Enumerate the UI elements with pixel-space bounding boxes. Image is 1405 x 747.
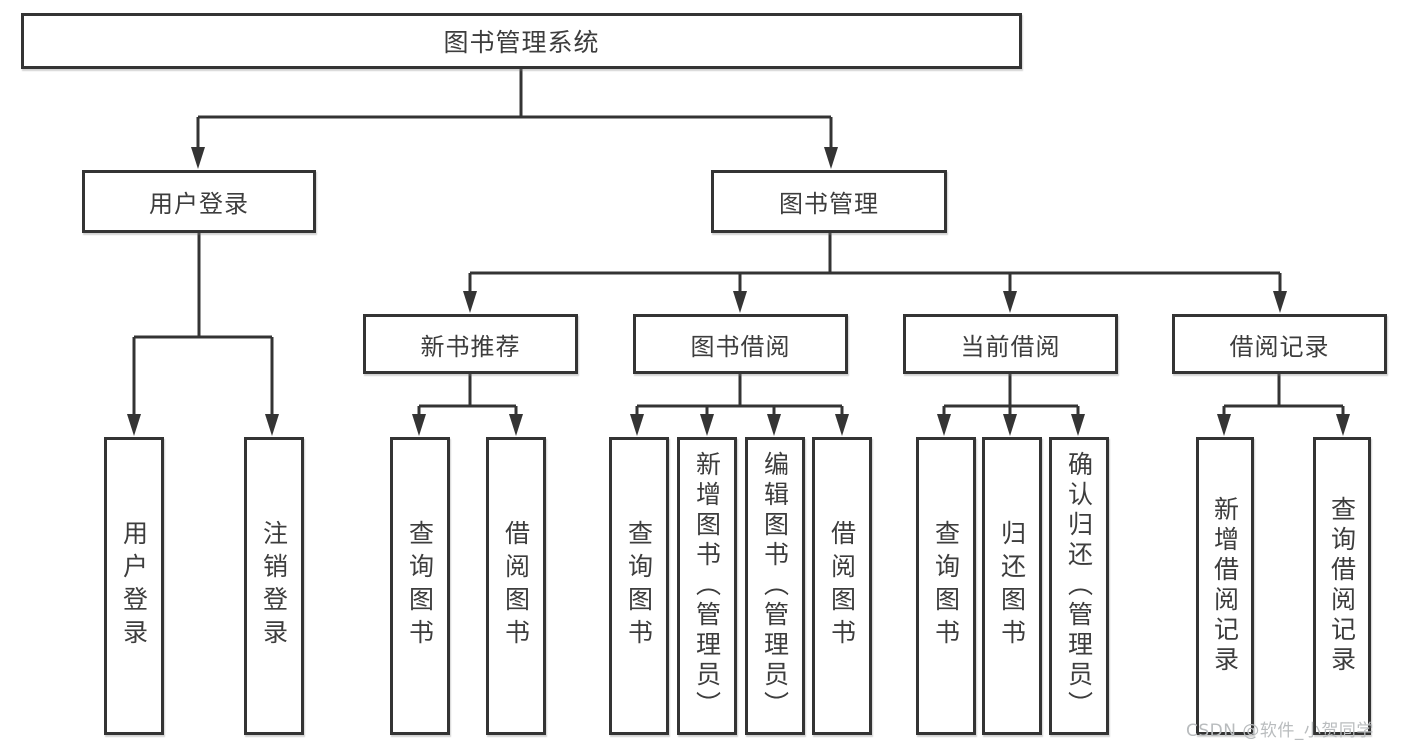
node-book-mgmt: 图书管理 <box>711 170 947 233</box>
leaf-logout: 注销登录 <box>244 437 304 735</box>
leaf-confirm-return-admin: 确认归还（管理员） <box>1049 437 1109 735</box>
leaf-borrow-book-2: 借阅图书 <box>812 437 872 735</box>
leaf-query-borrow-record: 查询借阅记录 <box>1313 437 1371 735</box>
arrowhead <box>630 414 644 436</box>
arrowhead <box>1217 414 1231 436</box>
edge-root-to-level2 <box>191 68 838 169</box>
arrowhead <box>191 147 205 169</box>
arrowhead <box>1071 414 1085 436</box>
node-root: 图书管理系统 <box>21 13 1022 69</box>
leaf-query-book-3: 查询图书 <box>916 437 976 735</box>
arrowhead <box>937 414 951 436</box>
node-book-borrow: 图书借阅 <box>633 314 848 374</box>
leaf-query-book-1: 查询图书 <box>390 437 450 735</box>
leaf-return-book: 归还图书 <box>982 437 1042 735</box>
arrowhead <box>265 414 279 436</box>
edge-new-book-recommend-to-children <box>412 374 523 436</box>
node-user-login: 用户登录 <box>82 170 316 233</box>
arrowhead <box>127 414 141 436</box>
arrowhead <box>733 291 747 313</box>
arrowhead <box>700 414 714 436</box>
arrowhead <box>412 414 426 436</box>
edge-book-borrow-to-children <box>630 374 849 436</box>
arrowhead <box>1336 414 1350 436</box>
leaf-add-borrow-record: 新增借阅记录 <box>1196 437 1254 735</box>
edge-user-login-to-children <box>127 233 279 436</box>
leaf-borrow-book-1: 借阅图书 <box>486 437 546 735</box>
arrowhead <box>509 414 523 436</box>
csdn-watermark: CSDN @软件_小贺同学 <box>1186 721 1374 741</box>
leaf-query-book-2: 查询图书 <box>609 437 669 735</box>
node-borrow-records: 借阅记录 <box>1172 314 1387 374</box>
arrowhead <box>824 147 838 169</box>
arrowhead <box>463 291 477 313</box>
arrowhead <box>1003 414 1017 436</box>
arrowhead <box>835 414 849 436</box>
leaf-user-login: 用户登录 <box>104 437 164 735</box>
node-new-book-recommend: 新书推荐 <box>363 314 578 374</box>
edge-borrow-records-to-children <box>1217 374 1350 436</box>
arrowhead <box>767 414 781 436</box>
arrowhead <box>1003 291 1017 313</box>
edge-current-borrow-to-children <box>937 374 1085 436</box>
leaf-edit-book-admin: 编辑图书（管理员） <box>745 437 805 735</box>
node-current-borrow: 当前借阅 <box>903 314 1118 374</box>
edge-book-mgmt-to-sections <box>463 233 1287 313</box>
arrowhead <box>1273 291 1287 313</box>
leaf-add-book-admin: 新增图书（管理员） <box>677 437 737 735</box>
